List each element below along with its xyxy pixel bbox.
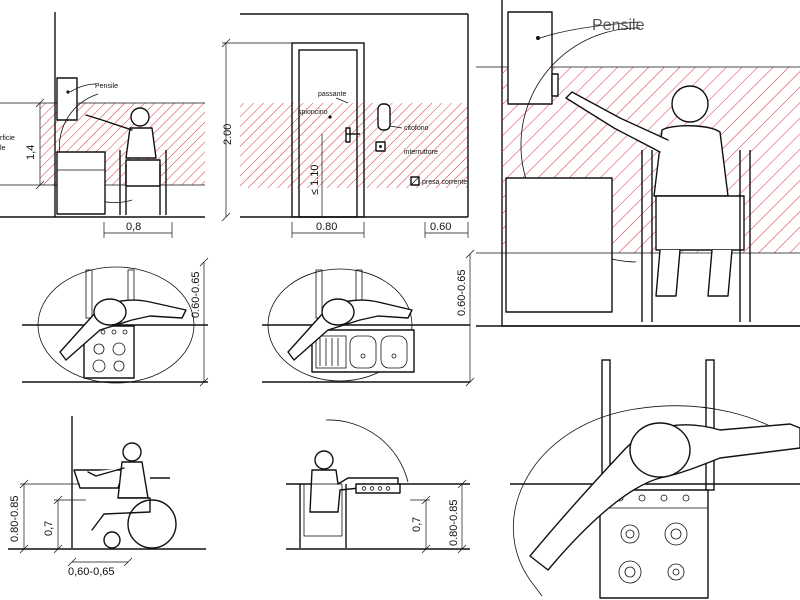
label-citofono: citofono: [404, 125, 429, 132]
dim-height-0-80-b: 0.80-0.85: [448, 500, 460, 546]
dim-width-0-60: 0.60: [430, 221, 451, 233]
label-passante: passante: [318, 91, 347, 98]
label-interruttore: interruttore: [404, 149, 438, 156]
basin-user-figure: [87, 442, 177, 549]
detail-plan-user: [529, 422, 800, 571]
wheelchair-user-figure: [85, 107, 167, 215]
panel-plan-detail: [510, 359, 800, 599]
detail-base-cabinet: [505, 177, 613, 313]
plan-user-figure: [59, 269, 187, 361]
panel-basin-section: 0.80-0.85 0,7 0,60-0,65: [8, 416, 206, 578]
panel-sink-plan: 0.60-0.65: [262, 249, 475, 387]
label-pensile-large: Pensile: [592, 17, 645, 34]
label-superficie-2: le: [0, 145, 6, 152]
panel-hob-plan: 0.60-0.65: [22, 257, 209, 387]
dim-height-0-7-b: 0,7: [411, 517, 423, 532]
detail-wall-cabinet: [507, 11, 553, 105]
dim-width-0-8: 0,8: [126, 221, 141, 233]
label-pensile-small: Pensile: [95, 83, 118, 90]
sink-user-figure: [287, 269, 413, 361]
label-spioncino: spioncino: [298, 109, 328, 116]
dim-height-1-4: 1,4: [25, 145, 37, 160]
panel-kitchen-elevation: Pensile 1,4 rficie le 0,8: [0, 12, 205, 238]
label-presa-corrente: presa corrente: [422, 179, 467, 186]
dim-depth-c: 0,60-0,65: [68, 566, 114, 578]
door-handle: [345, 127, 351, 143]
dim-height-0-7-a: 0,7: [43, 521, 55, 536]
base-cabinet: [56, 151, 106, 215]
label-superficie-1: rficie: [0, 135, 15, 142]
detail-hob: [599, 489, 709, 599]
dim-depth-a: 0.60-0.65: [190, 272, 202, 318]
intercom-icon: [377, 103, 391, 131]
detail-cabinet-handle: [551, 73, 559, 97]
wall-cabinet: [56, 77, 78, 121]
dim-depth-b: 0.60-0.65: [456, 270, 468, 316]
panel-door-elevation: passante spioncino citofono interruttore…: [221, 13, 469, 238]
dim-height-2-00: 2.00: [222, 124, 234, 145]
dim-height-1-10: ≤ 1.10: [309, 164, 321, 195]
detail-wheelchair-user: [565, 85, 751, 322]
door-zone-hatch: [240, 103, 468, 188]
panel-hob-front: 0,7 0.80-0.85: [286, 419, 470, 554]
front-user-figure: [299, 450, 399, 548]
dim-height-0-80-a: 0.80-0.85: [9, 496, 21, 542]
dim-width-0-80: 0.80: [316, 221, 337, 233]
sink-unit: [311, 329, 415, 373]
panel-kitchen-detail: Pensile: [476, 0, 800, 327]
